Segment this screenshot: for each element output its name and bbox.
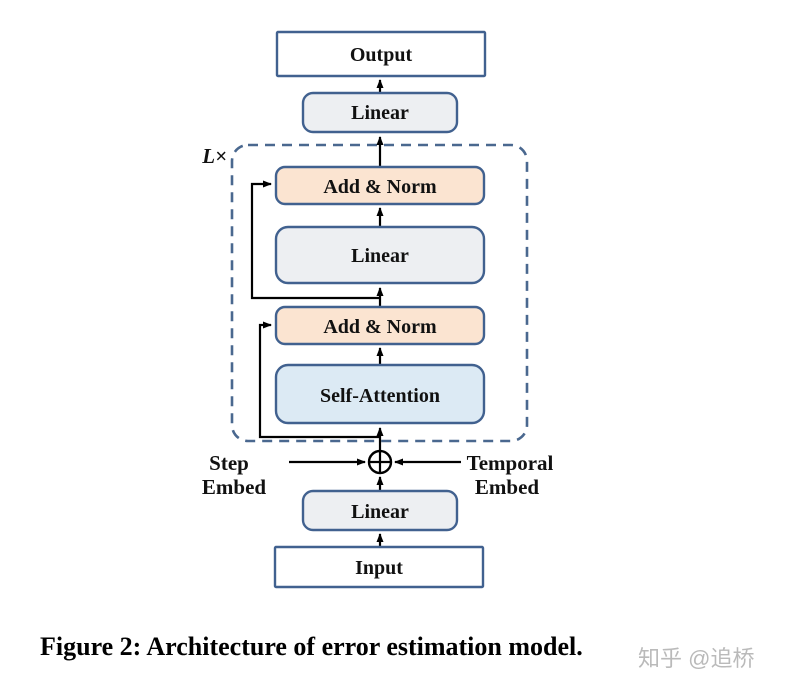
loop-count-label: L×	[201, 144, 227, 168]
linear-bottom-label: Linear	[351, 501, 409, 523]
input-label: Input	[355, 557, 403, 579]
residual-skip-lower	[258, 321, 380, 439]
residual-skip-upper	[250, 180, 380, 300]
circled-plus-icon	[367, 449, 393, 475]
svg-text:Embed: Embed	[475, 475, 540, 499]
linear-top-label: Linear	[351, 102, 409, 124]
linear-bottom-box: Linear	[301, 489, 459, 532]
svg-text:Step: Step	[209, 451, 249, 475]
svg-text:Temporal: Temporal	[467, 451, 554, 475]
self-attention-label: Self-Attention	[320, 385, 440, 407]
add-norm-1-box: Add & Norm	[274, 165, 486, 206]
linear-mid-box: Linear	[274, 225, 486, 285]
self-attention-box: Self-Attention	[274, 363, 486, 425]
step-embed-label: Step Embed	[202, 451, 267, 499]
figure-caption: Figure 2: Architecture of error estimati…	[40, 632, 583, 661]
linear-top-box: Linear	[301, 91, 459, 134]
linear-mid-label: Linear	[351, 245, 409, 267]
temporal-embed-label: Temporal Embed	[467, 451, 554, 499]
output-box: Output	[275, 30, 487, 78]
input-box: Input	[273, 545, 485, 589]
svg-text:Embed: Embed	[202, 475, 267, 499]
output-label: Output	[350, 44, 413, 66]
add-norm-1-label: Add & Norm	[323, 176, 437, 198]
add-norm-2-label: Add & Norm	[323, 316, 437, 338]
architecture-diagram: L× Output Linear	[201, 30, 554, 589]
watermark: 知乎 @追桥	[638, 646, 755, 671]
add-norm-2-box: Add & Norm	[274, 305, 486, 346]
